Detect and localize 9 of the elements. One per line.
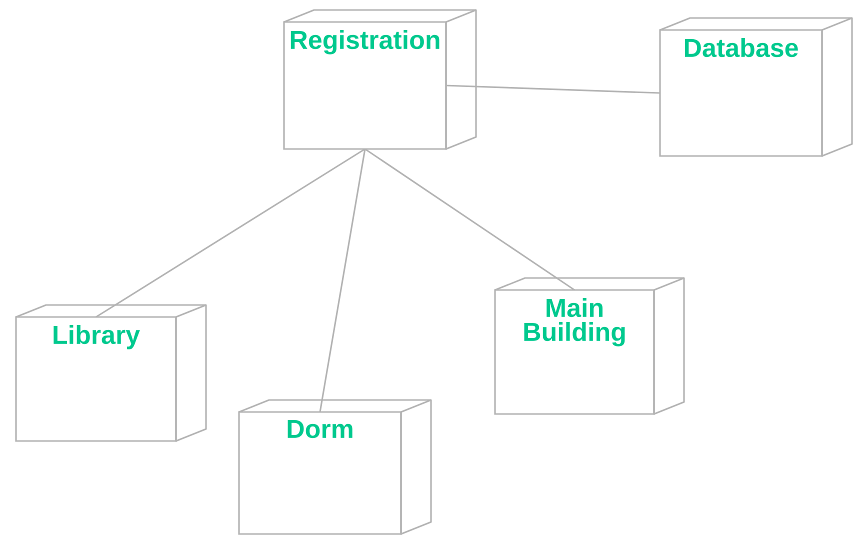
node-box: Library	[15, 304, 207, 442]
node-box: Dorm	[238, 399, 432, 535]
connector-line	[446, 84, 660, 94]
node-box: Database	[659, 17, 853, 157]
connector-line	[364, 148, 575, 291]
node-box: Main Building	[494, 277, 685, 415]
connector-line	[319, 148, 366, 412]
connector-line	[96, 148, 366, 318]
node-box: Registration	[283, 9, 477, 150]
